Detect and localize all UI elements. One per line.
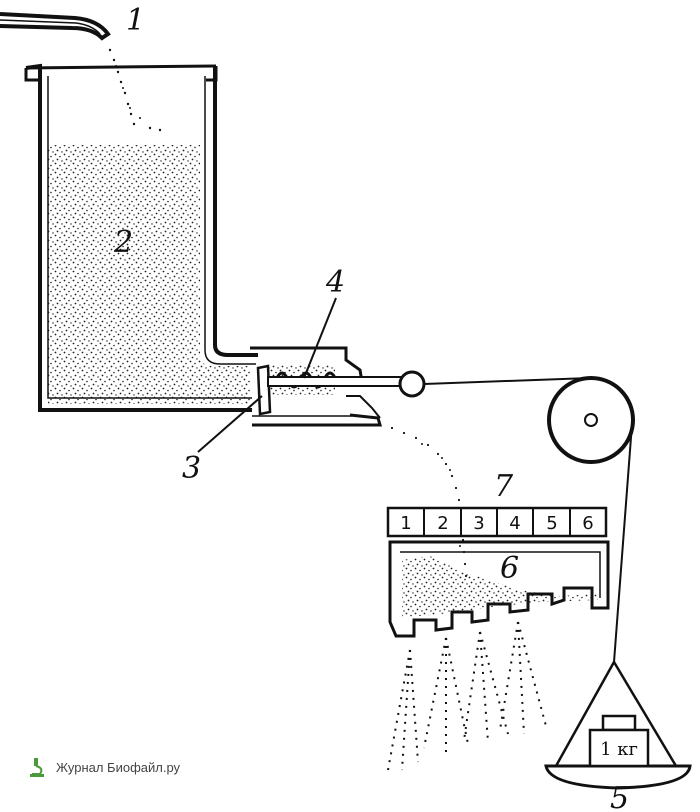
scale-cell: 1: [400, 513, 411, 534]
label-scale: 7: [494, 469, 514, 504]
rod: [267, 370, 426, 398]
weight-pan: 1 кг: [544, 661, 692, 790]
scale-strip: 1 2 3 4 5 6: [386, 506, 608, 538]
label-weight-pan: 5: [610, 781, 629, 812]
scale-cell: 5: [546, 513, 557, 534]
feed-pipe: [0, 12, 111, 41]
label-tray: 6: [500, 551, 519, 586]
footer-text: Журнал Биофайл.ру: [56, 759, 181, 775]
label-pipe: 1: [126, 3, 145, 38]
string: [423, 377, 633, 663]
weight-label: 1 кг: [600, 739, 638, 760]
powder-sprays: [387, 621, 547, 771]
falling-stream: [108, 48, 162, 132]
scale-cell: 6: [582, 513, 593, 534]
scale-cell: 2: [437, 513, 448, 534]
powder-stream: [390, 426, 468, 578]
pulley: [547, 376, 635, 464]
hopper: [24, 63, 258, 412]
footer: Журнал Биофайл.ру: [26, 756, 180, 778]
tray: [388, 540, 610, 638]
scale-cell: 4: [509, 513, 520, 534]
label-hopper: 2: [113, 225, 133, 260]
label-spring: 4: [325, 265, 345, 300]
gate-plate: [256, 364, 272, 416]
microscope-icon: [30, 758, 44, 777]
label-gate: 3: [182, 451, 201, 486]
scale-cell: 3: [473, 513, 484, 534]
